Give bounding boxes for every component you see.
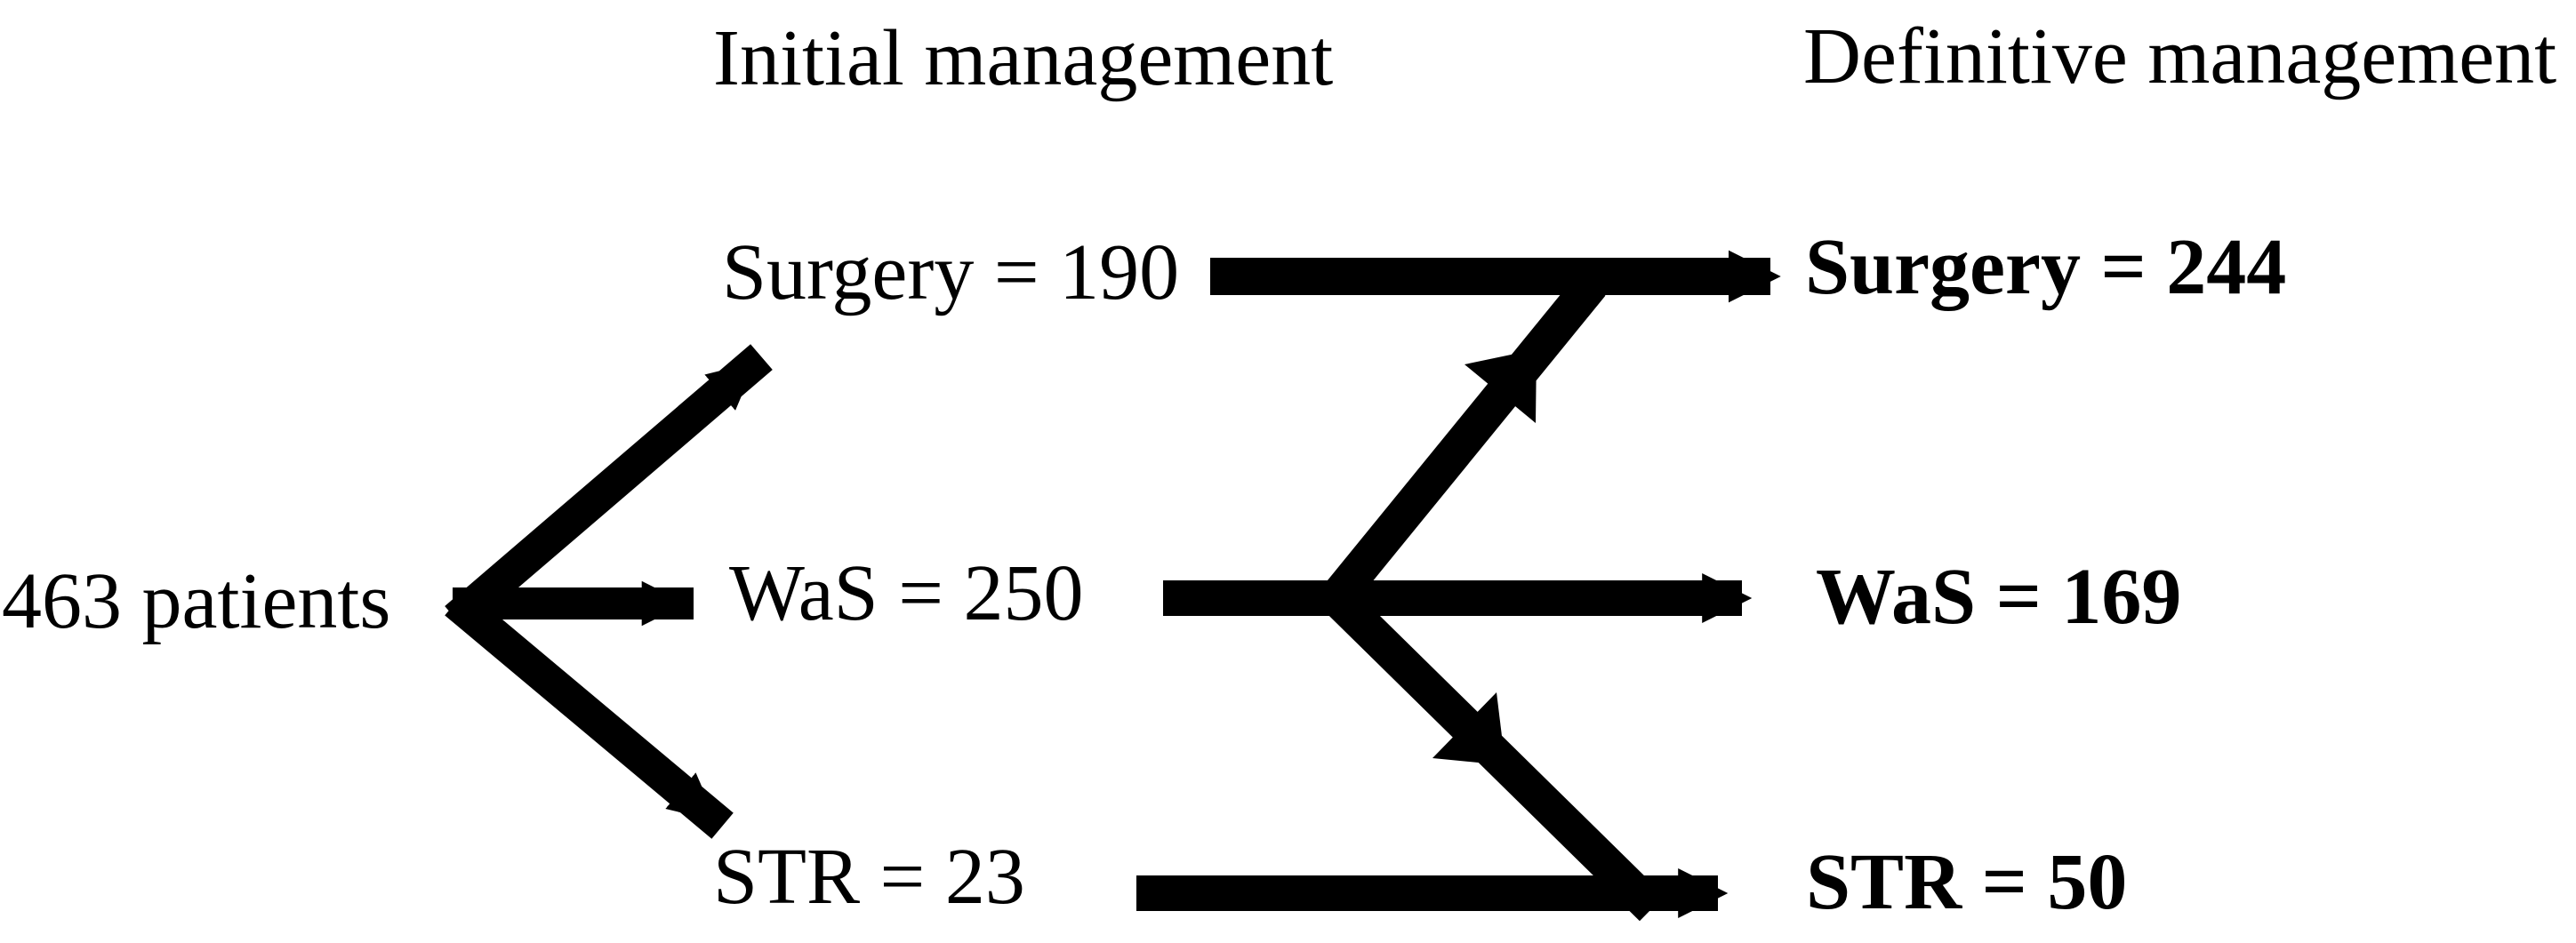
initial-management-header: Initial management [713,14,1334,102]
definitive-management-header: Definitive management [1803,12,2557,100]
initial-was-node: WaS = 250 [729,549,1084,637]
definitive-str-node: STR = 50 [1806,838,2128,926]
definitive-surgery-node: Surgery = 244 [1805,223,2287,311]
initial-str-node: STR = 23 [713,833,1025,921]
source-branch-arrows [445,344,773,839]
crossover-arrows [1320,273,1665,922]
patients-node: 463 patients [2,557,391,645]
transition-arrows [1136,250,1781,918]
mid-arrowhead-down-icon [1432,692,1505,765]
arrow-patients-to-str-icon [445,589,734,839]
arrow-patients-to-surgery-icon [445,344,773,632]
definitive-was-node: WaS = 169 [1816,553,2182,641]
arrow-was-to-surgery-icon [1320,273,1606,612]
initial-surgery-node: Surgery = 190 [722,228,1180,316]
mid-arrowhead-up-icon [1465,349,1537,423]
